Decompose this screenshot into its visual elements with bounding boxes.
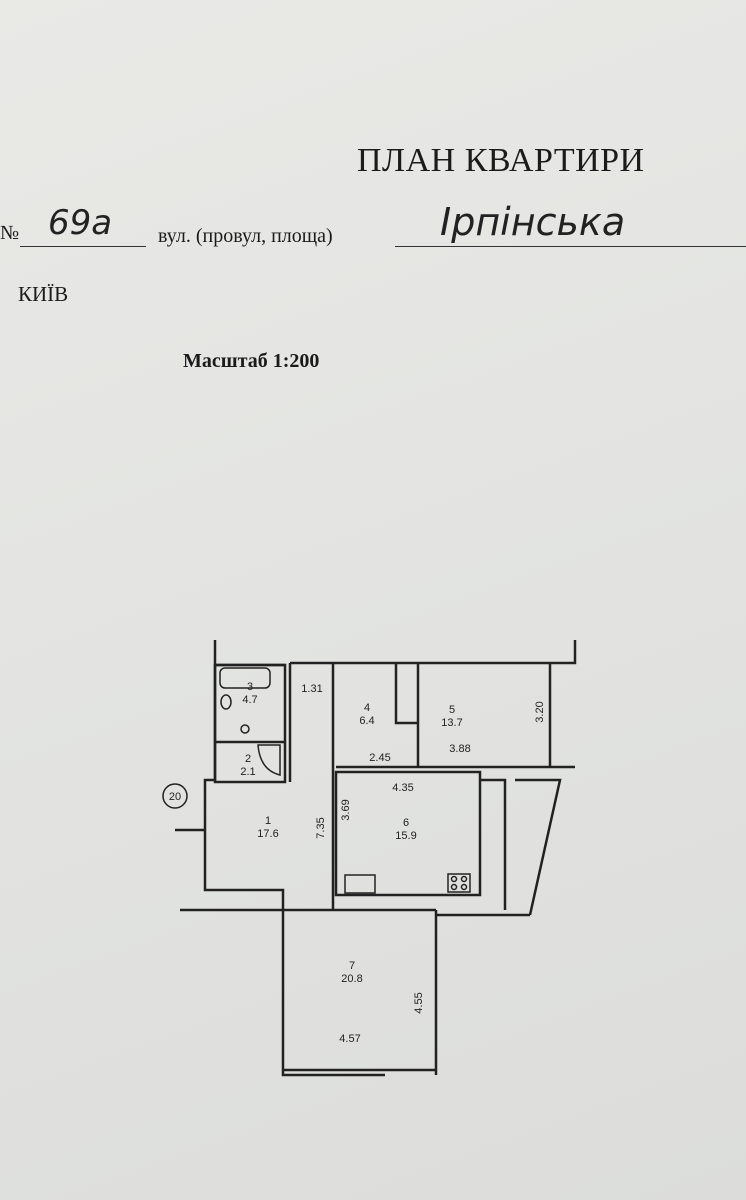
room-5-depth: 3.20 <box>534 701 546 722</box>
fixtures <box>162 667 471 894</box>
room-7-width: 4.57 <box>339 1033 360 1045</box>
scale-label: Масштаб 1:200 <box>183 350 320 372</box>
building-number: 69а <box>48 203 113 243</box>
room-7-area: 20.8 <box>341 973 362 985</box>
room-5-area: 13.7 <box>441 717 462 729</box>
room-4-width: 2.45 <box>369 752 390 764</box>
room-3-area: 4.7 <box>242 694 257 706</box>
bathtub-icon <box>219 667 271 689</box>
number-prefix: № <box>0 222 20 244</box>
room-2-area: 2.1 <box>240 766 255 778</box>
corridor-width: 1.31 <box>301 683 322 695</box>
room-1-id: 1 <box>265 815 271 827</box>
street-label: вул. (провул, площа) <box>158 225 333 247</box>
room-1-area: 17.6 <box>257 828 278 840</box>
number-line <box>20 246 146 247</box>
room-2-id: 2 <box>245 753 251 765</box>
walls <box>175 640 577 1077</box>
room-5-id: 5 <box>449 704 455 716</box>
room-6-depth: 3.69 <box>340 799 352 820</box>
sink-icon <box>240 724 250 734</box>
street-line <box>395 246 746 247</box>
stove-icon <box>447 873 471 893</box>
document-title: ПЛАН КВАРТИРИ <box>357 142 645 179</box>
room-3-id: 3 <box>247 681 253 693</box>
room-4-id: 4 <box>364 702 370 714</box>
room-6-area: 15.9 <box>395 830 416 842</box>
room-7-depth: 4.55 <box>413 992 425 1013</box>
room-6-id: 6 <box>403 817 409 829</box>
room-7-id: 7 <box>349 960 355 972</box>
washbasin-icon <box>220 694 232 710</box>
kitchen-sink-icon <box>344 874 376 894</box>
city: КИЇВ <box>18 282 69 306</box>
marker-circle <box>162 783 188 809</box>
plan-marker: 20 <box>169 791 181 803</box>
room-5-width: 3.88 <box>449 743 470 755</box>
room-1-length: 7.35 <box>315 817 327 838</box>
room-4-area: 6.4 <box>359 715 374 727</box>
shower-icon <box>257 744 281 776</box>
room-6-width: 4.35 <box>392 782 413 794</box>
street-name: Ірпінська <box>440 200 626 244</box>
